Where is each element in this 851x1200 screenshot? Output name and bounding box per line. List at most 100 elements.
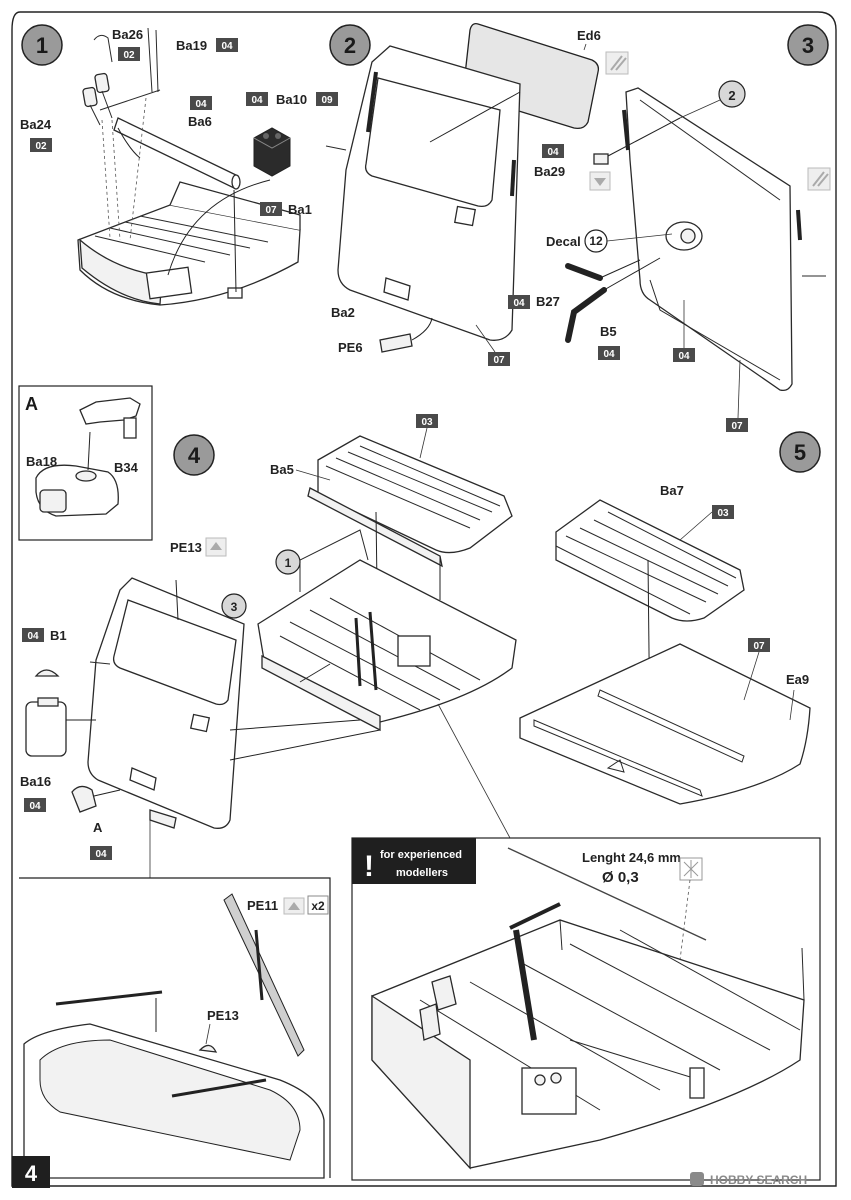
- svg-text:04: 04: [251, 95, 263, 106]
- battery-ba10-drawing: [253, 127, 291, 177]
- wire-drawing: [507, 847, 707, 941]
- step-4-circle: [173, 434, 215, 476]
- wiper-blade-pe11-drawing: [223, 893, 305, 1057]
- svg-text:2: 2: [728, 88, 735, 103]
- svg-text:04: 04: [95, 849, 107, 860]
- step-5-number: 5: [794, 440, 806, 465]
- svg-text:03: 03: [421, 417, 433, 428]
- lever-b5-drawing: [565, 287, 607, 343]
- watermark: HOBBY SEARCH: [690, 1172, 807, 1187]
- wiper-arm-right-drawing: [171, 1078, 267, 1098]
- label-ea9: Ea9: [786, 672, 809, 687]
- chip-a: [90, 846, 112, 860]
- detail-a-title: A: [25, 394, 38, 414]
- detail-experienced: ! for experienced modellers Lenght 24,6 …: [351, 703, 821, 1181]
- svg-text:04: 04: [513, 298, 525, 309]
- chip-ba24: [30, 138, 52, 152]
- wiper-arm-left-drawing: [55, 990, 163, 1006]
- step-2: 2 Ed6 Ba2 PE6 07: [325, 22, 601, 366]
- chip-b27: [508, 295, 530, 309]
- label-b34: B34: [114, 460, 139, 475]
- experienced-line1: for experienced: [380, 849, 462, 861]
- svg-text:04: 04: [27, 631, 39, 642]
- detail-wipers-frame: [19, 877, 331, 1178]
- svg-text:3: 3: [231, 600, 238, 614]
- wire-length-text: Lenght 24,6 mm: [582, 850, 681, 865]
- label-ed6: Ed6: [577, 28, 601, 43]
- wire-diameter-text: Ø 0,3: [602, 869, 639, 886]
- quantity-box: [307, 895, 329, 915]
- watermark-logo-icon: [690, 1172, 704, 1186]
- detail-a: A Ba18 B34: [18, 385, 153, 541]
- step-3: 3 2 Decal 12: [508, 24, 831, 432]
- plate-pe6-drawing: [379, 333, 413, 353]
- page-number: 4: [25, 1161, 38, 1186]
- step-1: 1: [20, 24, 338, 306]
- seat-ba5-drawing: [307, 435, 513, 568]
- step-2-circle: [329, 24, 371, 66]
- label-ba24: Ba24: [20, 117, 52, 132]
- label-pe13-a: PE13: [170, 540, 202, 555]
- experienced-badge: !: [364, 850, 374, 883]
- svg-text:02: 02: [123, 50, 135, 61]
- label-x2: x2: [311, 899, 325, 913]
- bulkhead-rear-drawing: [622, 87, 826, 392]
- label-pe11: PE11: [247, 898, 278, 913]
- handle-b27-drawing: [565, 263, 603, 281]
- label-ba6: Ba6: [188, 114, 212, 129]
- label-ba29: Ba29: [534, 164, 565, 179]
- svg-text:09: 09: [321, 95, 333, 106]
- svg-text:07: 07: [493, 355, 505, 366]
- chip-ba2: [488, 352, 510, 366]
- svg-text:02: 02: [35, 141, 47, 152]
- floor-large-drawing: [371, 902, 805, 1170]
- page-number-block: [12, 1156, 50, 1188]
- chip-ba29: [542, 144, 564, 158]
- chip-ba5: [416, 414, 438, 428]
- callout-ref-3: [221, 593, 247, 619]
- label-ba1: Ba1: [288, 202, 312, 217]
- svg-text:04: 04: [678, 351, 690, 362]
- label-ba26: Ba26: [112, 27, 143, 42]
- chip-ba16: [24, 798, 46, 812]
- chip-ba7: [712, 505, 734, 519]
- step-5-circle: [779, 431, 821, 473]
- svg-text:04: 04: [603, 349, 615, 360]
- label-ba10: Ba10: [276, 92, 307, 107]
- step-4-number: 4: [188, 443, 201, 468]
- chip-b5: [598, 346, 620, 360]
- step-3-circle: [787, 24, 829, 66]
- label-decal: Decal: [546, 234, 581, 249]
- label-pe6: PE6: [338, 340, 363, 355]
- chip-ea9: [748, 638, 770, 652]
- label-ba2: Ba2: [331, 305, 355, 320]
- experienced-line2: modellers: [396, 867, 448, 879]
- chip-ba26: [118, 47, 140, 61]
- step-5: 5 Ba7 03 07 Ea9: [519, 431, 821, 805]
- label-b1: B1: [50, 628, 67, 643]
- svg-text:04: 04: [29, 801, 41, 812]
- floor-assembly-drawing: [257, 529, 517, 732]
- label-ba18: Ba18: [26, 454, 57, 469]
- seat-ba7-drawing: [555, 499, 745, 622]
- chip-ba1: [260, 202, 282, 216]
- callout-ref-1: [275, 549, 301, 575]
- label-ba7: Ba7: [660, 483, 684, 498]
- panel-ea9-drawing: [519, 643, 811, 805]
- svg-text:12: 12: [589, 234, 603, 248]
- floor-ba1-drawing: [77, 181, 301, 306]
- label-b5: B5: [600, 324, 617, 339]
- chip-step3-body: [673, 348, 695, 362]
- step-1-circle: [21, 24, 63, 66]
- chip-ba10-a: [246, 92, 268, 106]
- label-pe13-b: PE13: [207, 1008, 239, 1023]
- svg-text:07: 07: [731, 421, 743, 432]
- chip-ba10-b: [316, 92, 338, 106]
- chip-step3-panel: [726, 418, 748, 432]
- svg-text:1: 1: [285, 556, 292, 570]
- chip-b1: [22, 628, 44, 642]
- svg-text:07: 07: [265, 205, 277, 216]
- step-4: 4 1 3: [20, 414, 517, 860]
- svg-text:07: 07: [753, 641, 765, 652]
